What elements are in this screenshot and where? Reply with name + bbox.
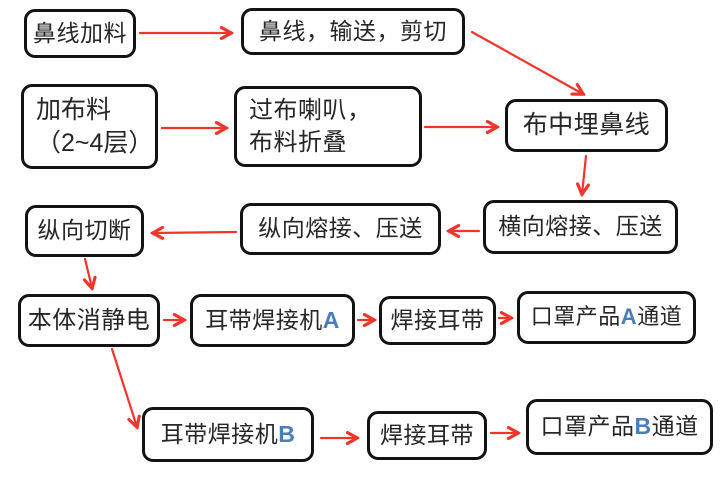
node-weld-earloop-b: 焊接耳带 — [367, 411, 487, 460]
node-label: 鼻线加料 — [33, 19, 127, 46]
node-longitudinal-weld-press: 纵向熔接、压送 — [240, 203, 441, 255]
node-label: 焊接耳带 — [380, 421, 474, 448]
arrow-longweld-to-longcut — [153, 232, 238, 233]
node-label-line2: 布料折叠 — [249, 128, 347, 156]
node-label: 横向熔接、压送 — [498, 213, 663, 240]
node-label-line1: 过布喇叭， — [249, 97, 372, 125]
node-label: 本体消静电 — [27, 306, 151, 334]
node-body-destatic: 本体消静电 — [18, 294, 160, 347]
node-nose-wire-feed: 鼻线加料 — [24, 9, 136, 58]
node-label: 鼻线，输送，剪切 — [259, 17, 447, 44]
node-weld-earloop-a: 焊接耳带 — [379, 296, 496, 345]
arrow-convey-to-embed — [470, 30, 583, 94]
node-label: 纵向熔接、压送 — [258, 215, 423, 242]
node-label-line2: （2~4层） — [36, 128, 154, 157]
node-label-pre: 耳带焊接机 — [160, 420, 279, 447]
node-longitudinal-cut: 纵向切断 — [25, 205, 144, 257]
node-fabric-horn-fold: 过布喇叭， 布料折叠 — [234, 86, 422, 167]
arrow-embed-to-transverse — [582, 154, 586, 194]
node-add-fabric-layers: 加布料 （2~4层） — [21, 84, 158, 169]
node-label-letter: A — [620, 304, 638, 330]
node-transverse-weld-press: 横向熔接、压送 — [483, 200, 678, 254]
node-label: 布中埋鼻线 — [522, 111, 651, 140]
node-nose-wire-convey-cut: 鼻线，输送，剪切 — [241, 8, 465, 55]
node-label-pre: 耳带焊接机 — [205, 306, 323, 333]
node-label-post: 通道 — [651, 413, 699, 440]
node-label-letter: A — [322, 306, 340, 333]
arrow-longcut-to-destatic — [85, 257, 92, 288]
node-label: 纵向切断 — [37, 217, 132, 244]
node-embed-nose-wire: 布中埋鼻线 — [505, 99, 668, 152]
node-label: 焊接耳带 — [390, 306, 485, 333]
node-label-letter: B — [278, 420, 296, 447]
node-label-letter: B — [634, 413, 652, 440]
node-label-pre: 口罩产品 — [540, 413, 635, 440]
arrow-destatic-to-welderB — [110, 347, 137, 427]
node-label-post: 通道 — [637, 304, 683, 330]
node-label-line1: 加布料 — [36, 96, 112, 124]
node-label-pre: 口罩产品 — [530, 304, 621, 330]
